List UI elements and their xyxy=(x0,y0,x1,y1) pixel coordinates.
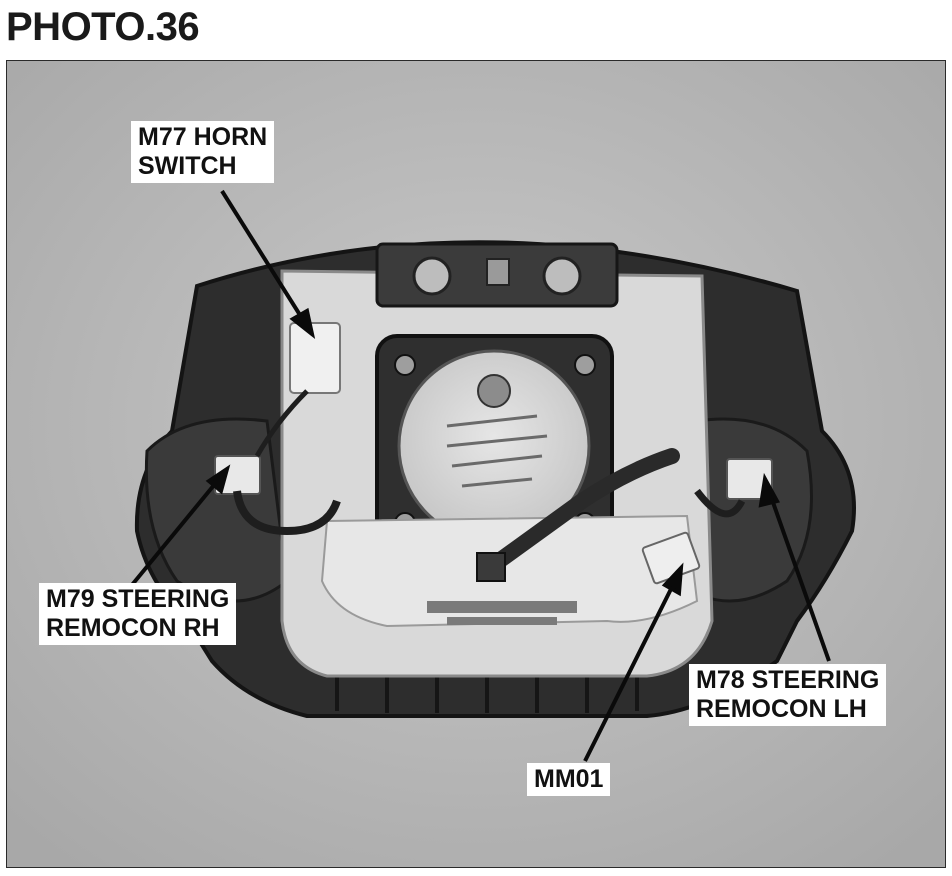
bottom-grille xyxy=(335,671,639,713)
steering-wheel-illustration xyxy=(7,61,945,867)
mm01-plug xyxy=(476,552,506,582)
lh-wire-harness xyxy=(694,488,746,518)
bracket-bolt-left xyxy=(412,256,452,296)
steering-wheel-photo: M77 HORN SWITCH M79 STEERING REMOCON RH … xyxy=(6,60,946,868)
rh-wire-up xyxy=(254,389,309,458)
inflator-label-lines xyxy=(446,414,548,488)
bracket-bolt-right xyxy=(542,256,582,296)
arrow-remocon-lh xyxy=(767,490,831,662)
lower-cover xyxy=(320,514,699,628)
rh-wire-harness xyxy=(233,490,341,536)
arrow-mm01 xyxy=(583,580,677,762)
horn-switch-connector xyxy=(289,322,341,394)
inflator-center-bolt xyxy=(477,374,511,408)
callout-horn-switch: M77 HORN SWITCH xyxy=(131,121,275,183)
callout-remocon-lh-line2: REMOCON LH xyxy=(696,695,867,723)
lower-cover-text xyxy=(427,601,577,625)
photo-title: PHOTO.36 xyxy=(6,5,200,49)
arrow-remocon-rh xyxy=(125,477,221,593)
frame-bolt-tl xyxy=(394,354,416,376)
callout-mm01-line1: MM01 xyxy=(534,765,604,793)
callout-remocon-rh-line2: REMOCON RH xyxy=(46,614,220,642)
callout-remocon-rh-line1: M79 STEERING xyxy=(46,585,230,613)
callout-remocon-lh: M78 STEERING REMOCON LH xyxy=(689,664,887,726)
bracket-connector xyxy=(486,258,510,286)
arrow-horn-switch xyxy=(220,189,307,325)
callout-remocon-lh-line1: M78 STEERING xyxy=(696,666,880,694)
callout-horn-switch-line1: M77 HORN xyxy=(138,123,268,151)
remocon-lh-connector xyxy=(726,458,773,500)
frame-bolt-tr xyxy=(574,354,596,376)
callout-horn-switch-line2: SWITCH xyxy=(138,152,237,180)
leader-arrows xyxy=(125,189,831,762)
callout-mm01: MM01 xyxy=(527,763,611,796)
callout-remocon-rh: M79 STEERING REMOCON RH xyxy=(39,583,237,645)
mm01-cable xyxy=(484,448,680,574)
